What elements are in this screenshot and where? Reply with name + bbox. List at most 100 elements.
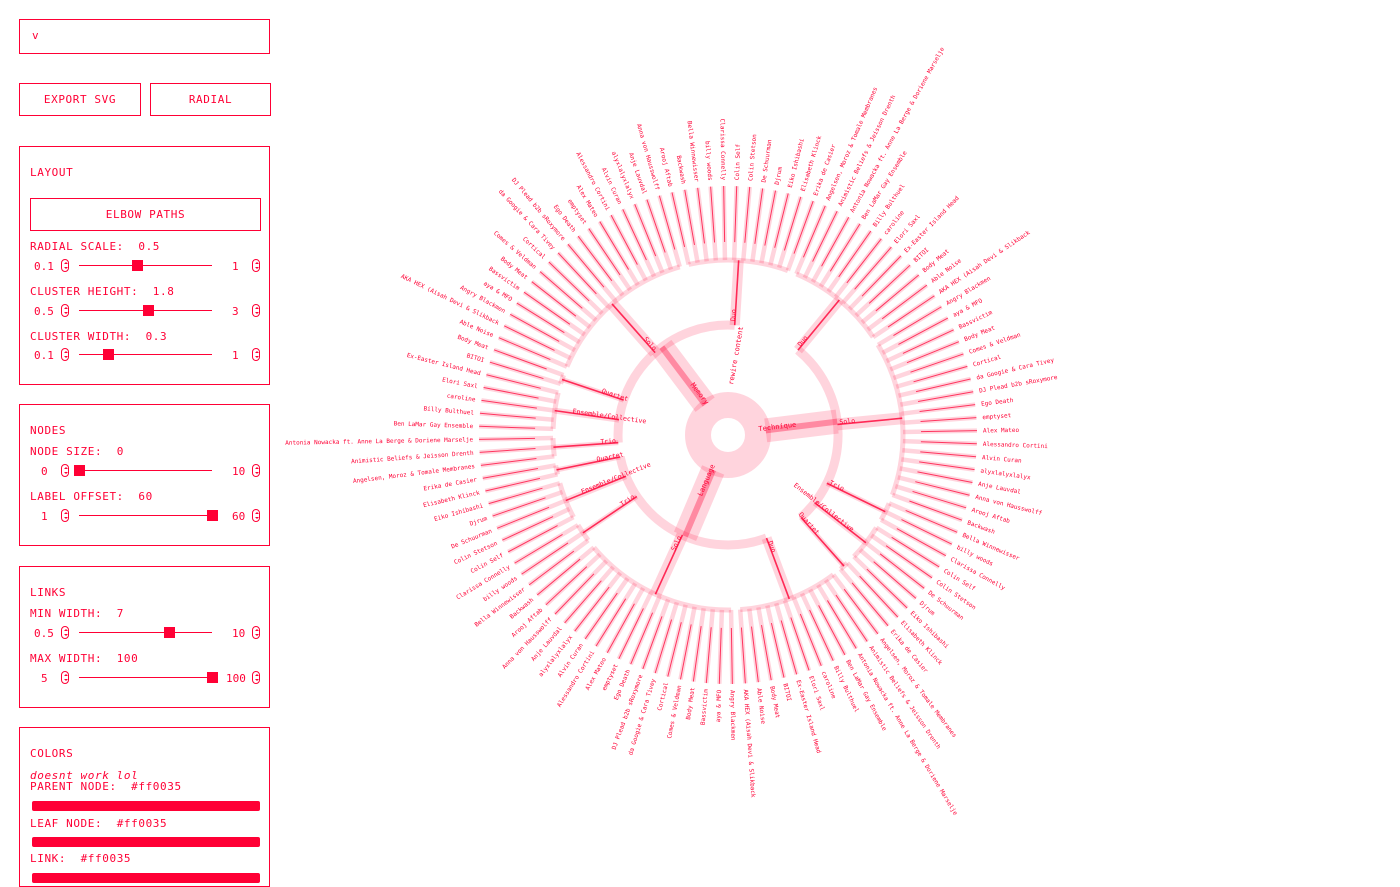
leaf-label: alyxlalyxlalyx [980, 468, 1031, 482]
max-width-track[interactable] [79, 677, 212, 678]
label-offset-max-stepper[interactable] [252, 509, 260, 522]
min-width-track[interactable] [79, 632, 212, 633]
min-width-min-stepper[interactable] [61, 626, 69, 639]
sub-label: Trio [600, 437, 616, 446]
cluster-width-max-stepper[interactable] [252, 348, 260, 361]
cluster-width-min-stepper[interactable] [61, 348, 69, 361]
leaf-arc [838, 561, 850, 572]
radial-toggle-button[interactable]: RADIAL [150, 83, 271, 116]
leaf-link-core [545, 566, 588, 606]
leaf-link-core [498, 337, 551, 361]
label-offset-min-stepper[interactable] [61, 509, 69, 522]
node-size-slider[interactable] [73, 465, 85, 476]
sub-label: Ensemble/Collective [580, 460, 652, 495]
radial-scale-track[interactable] [79, 265, 212, 266]
leaf-arc [575, 523, 591, 542]
leaf-link-core [905, 509, 958, 533]
leaf-link-core [861, 255, 902, 297]
branch-link [764, 409, 839, 443]
export-svg-label: EXPORT SVG [43, 93, 117, 106]
leaf-arc [564, 264, 681, 368]
leaf-label: Cortical [656, 681, 670, 711]
cluster-width-track[interactable] [79, 354, 212, 355]
leaf-label: De Schuurman [761, 139, 774, 183]
leaf-node-color-picker[interactable] [32, 837, 260, 847]
parent-node-color-picker[interactable] [32, 801, 260, 811]
sub-arc [795, 346, 843, 521]
branch-link-core [682, 468, 716, 538]
leaf-link-core [516, 302, 565, 334]
leaf-link-core [503, 325, 555, 351]
max-width-max-stepper[interactable] [252, 671, 260, 684]
leaf-label: Backwash [966, 519, 996, 536]
leaf-link-core [866, 568, 908, 609]
leaf-link-core [809, 609, 834, 661]
leaf-link-core [574, 586, 610, 632]
leaf-link-core [793, 200, 814, 254]
label-offset-slider[interactable] [206, 510, 218, 521]
radial-scale-min-stepper[interactable] [61, 259, 69, 272]
leaf-link-core [774, 193, 789, 248]
leaf-label: Angry Blackmen [728, 690, 736, 741]
label-offset-track[interactable] [79, 515, 212, 516]
leaf-label: Able Noise [755, 688, 766, 725]
radial-scale-slider[interactable] [132, 260, 144, 271]
leaf-link-core [622, 209, 647, 261]
sub-label: Duo [729, 309, 738, 321]
export-svg-button[interactable]: EXPORT SVG [19, 83, 141, 116]
radial-scale-min: 0.1 [34, 260, 54, 273]
max-width-min-stepper[interactable] [61, 671, 69, 684]
leaf-link-core [920, 441, 977, 445]
leaf-link-core [770, 622, 785, 678]
leaf-link-core [485, 477, 541, 492]
leaf-link-core [486, 374, 541, 389]
leaf-arc [875, 343, 906, 496]
radial-scale-max-stepper[interactable] [252, 259, 260, 272]
layout-panel: LAYOUT ELBOW PATHS RADIAL SCALE: 0.5 0.1… [19, 146, 270, 385]
leaf-link-core [920, 451, 977, 458]
leaf-link-core [718, 627, 722, 684]
leaf-label: Djrum [774, 166, 784, 185]
leaf-link-core [906, 341, 960, 364]
max-width-value: 100 [116, 652, 139, 665]
min-width-max: 10 [232, 627, 246, 640]
min-width-max-stepper[interactable] [252, 626, 260, 639]
sub-link-core [837, 417, 903, 426]
leaf-link-core [740, 627, 746, 684]
leaf-link-core [920, 430, 977, 433]
leaf-arc [550, 438, 557, 457]
cluster-height-min: 0.5 [34, 305, 54, 318]
cluster-height-slider[interactable] [142, 305, 154, 316]
leaf-link-core [761, 624, 772, 681]
max-width-slider[interactable] [206, 672, 218, 683]
cluster-width-slider[interactable] [102, 349, 114, 360]
leaf-link-core [493, 349, 547, 370]
leaf-label: Elori Saxl [441, 377, 478, 391]
label-offset-value: 60 [138, 490, 153, 503]
node-size-min-stepper[interactable] [61, 464, 69, 477]
sub-link-core [797, 299, 840, 351]
node-size-max-stepper[interactable] [252, 464, 260, 477]
cluster-height-max-stepper[interactable] [252, 304, 260, 317]
leaf-arc [795, 271, 876, 339]
sub-link-core [556, 456, 621, 471]
cluster-height-min-stepper[interactable] [61, 304, 69, 317]
leaf-link-core [705, 627, 712, 684]
leaf-link-core [610, 214, 638, 265]
leaf-link-core [514, 533, 563, 564]
leaf-link-core [898, 317, 949, 345]
preset-dropdown[interactable]: v [19, 19, 270, 54]
leaf-link-core [710, 186, 716, 243]
sub-link-core [553, 441, 619, 449]
min-width-slider[interactable] [163, 627, 175, 638]
sub-link-core [582, 495, 638, 534]
node-size-track[interactable] [79, 470, 212, 471]
leaf-link-core [539, 271, 583, 309]
leaf-link-core [723, 186, 726, 243]
leaf-link-core [692, 626, 702, 682]
leaf-link-core [893, 306, 942, 337]
leaf-link-core [654, 619, 673, 674]
leaf-label: AKA HEX (Aisah Devi & Slikback [742, 689, 757, 798]
elbow-paths-button[interactable]: ELBOW PATHS [30, 198, 261, 231]
leaf-link-core [646, 199, 666, 253]
